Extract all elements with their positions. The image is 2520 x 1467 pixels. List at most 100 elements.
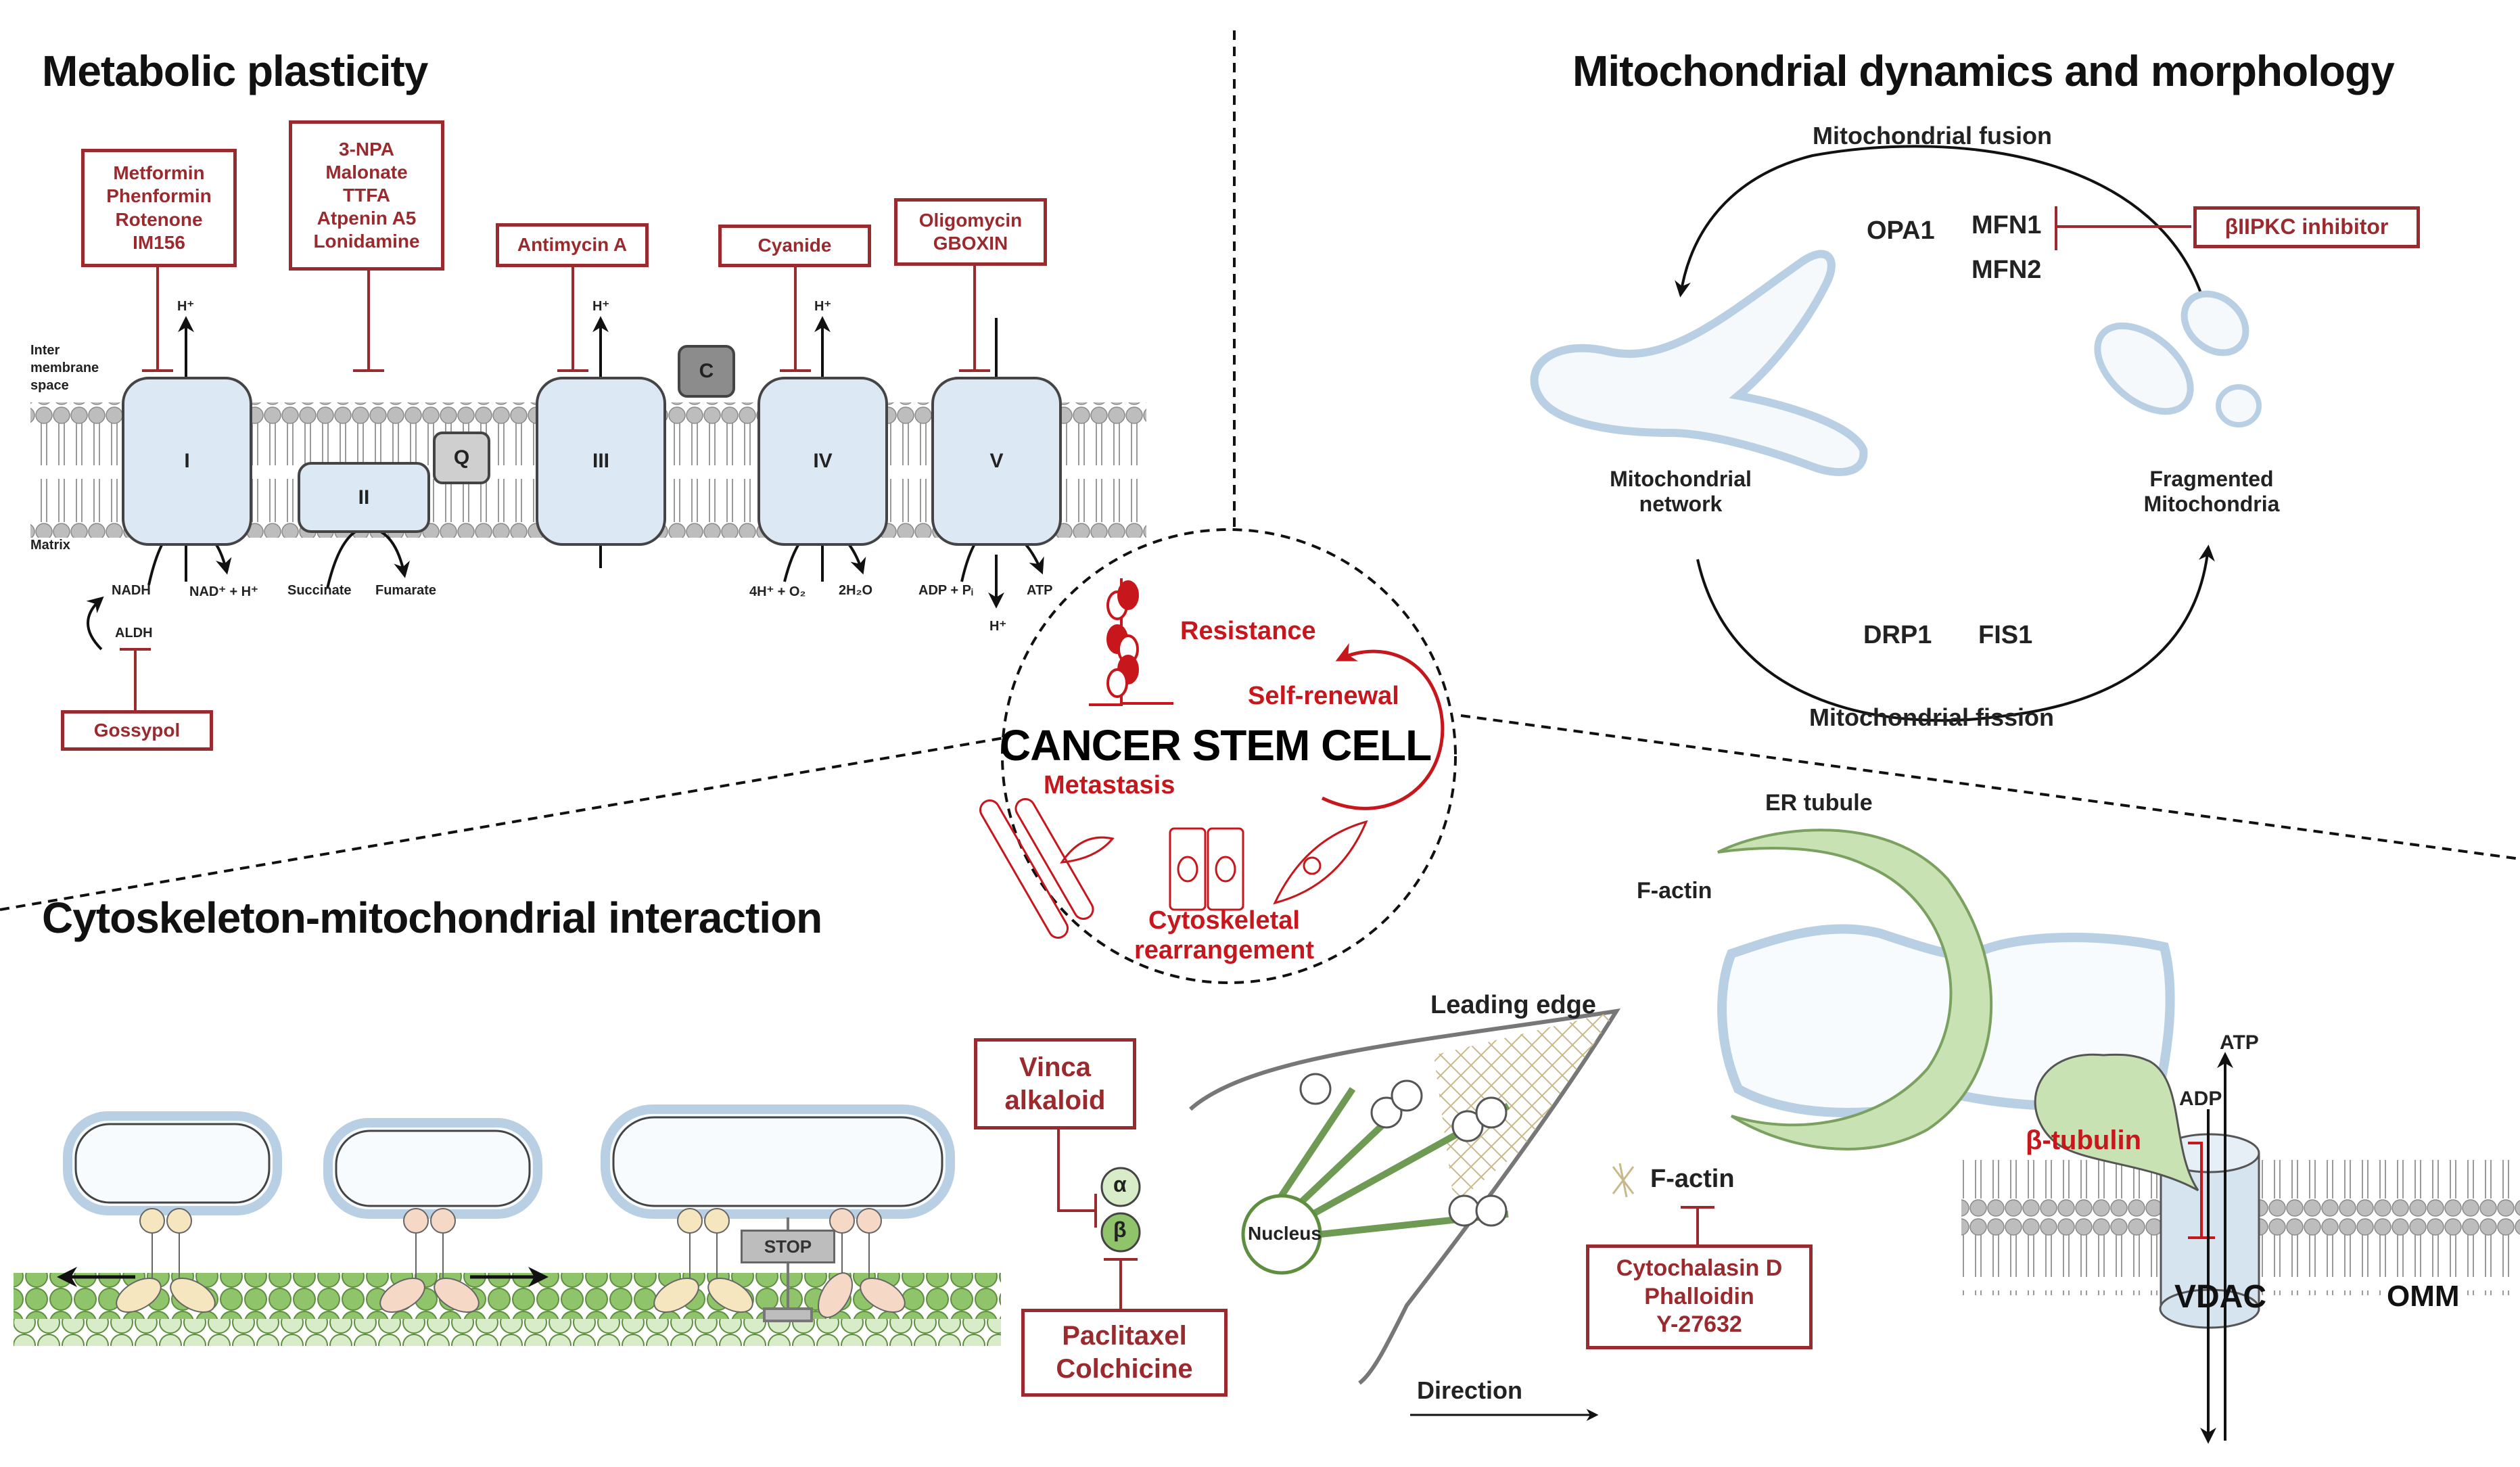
inhibitor-paclitaxel: Paclitaxel — [1062, 1321, 1187, 1351]
atp-label: ATP — [2220, 1031, 2259, 1054]
label-line: membrane — [30, 360, 99, 375]
stop-sign: STOP — [741, 1230, 835, 1263]
dynamics-title: Mitochondrial dynamics and morphology — [1572, 47, 2395, 95]
resistance-label: Resistance — [1180, 617, 1316, 645]
complex-IV-inhibitors-box: Cyanide — [718, 225, 871, 267]
complex-II: II — [298, 462, 430, 533]
dynamics-cycle — [1675, 145, 2215, 722]
h-plus-label: H⁺ — [989, 619, 1006, 634]
nad-label: NAD⁺ + H⁺ — [189, 584, 258, 599]
inhibitor-metformin: Metformin — [113, 162, 205, 184]
complex-V: V — [931, 377, 1062, 546]
fragmented-mito-1 — [2094, 322, 2194, 415]
inhibitor-gossypol: Gossypol — [93, 719, 181, 741]
metabolic-plasticity-title: Metabolic plasticity — [42, 47, 428, 95]
inhibitor-phenformin: Phenformin — [106, 185, 212, 207]
beta-tubulin-tail-label: β-tubulin — [2026, 1125, 2142, 1155]
migrating-mitochondria — [1299, 1073, 1508, 1227]
self-renewal-label: Self-renewal — [1248, 682, 1399, 710]
inhibitor-phalloidin: Phalloidin — [1644, 1283, 1754, 1309]
complex-III: III — [536, 377, 666, 546]
nucleus-label: Nucleus — [1248, 1223, 1322, 1244]
microtubule-light — [14, 1319, 1001, 1346]
aldh-label: ALDH — [115, 626, 153, 641]
network-label: Mitochondrial network — [1583, 467, 1779, 517]
label-line: Mitochondrial — [1610, 467, 1752, 491]
label-line: rearrangement — [1134, 935, 1315, 964]
aldh-inhibitor-box: Gossypol — [61, 710, 213, 751]
f-actin-icon — [1612, 1163, 1635, 1198]
inhibitor-vinca: Vinca — [1019, 1052, 1091, 1082]
complex-I: I — [122, 377, 252, 546]
ubiquinone-Q: Q — [433, 432, 490, 484]
complex-III-inhibitors-box: Antimycin A — [496, 223, 649, 267]
beta-tubulin-tail — [2034, 1053, 2199, 1192]
water-label: 2H₂O — [839, 583, 873, 598]
inhibitor-alkaloid: alkaloid — [1004, 1085, 1106, 1115]
complex-II-inhibitors-box: 3-NPA Malonate TTFA Atpenin A5 Lonidamin… — [289, 120, 444, 271]
inhibitor-y27632: Y-27632 — [1656, 1311, 1742, 1338]
fragmented-mito-3 — [2216, 384, 2262, 427]
opa1-label: OPA1 — [1867, 216, 1935, 245]
intermembrane-space-label: Inter membrane space — [30, 342, 99, 394]
bIIPKC-inhibitor-box: βIIPKC inhibitor — [2193, 206, 2420, 248]
paclitaxel-box: Paclitaxel Colchicine — [1021, 1309, 1228, 1397]
omm-label: OMM — [2384, 1280, 2463, 1313]
vinca-alkaloid-box: Vinca alkaloid — [974, 1038, 1136, 1130]
inhibitor-cytochalasin-d: Cytochalasin D — [1616, 1255, 1783, 1282]
microtubule — [14, 1273, 1001, 1319]
cargo-mitochondria — [63, 1104, 955, 1219]
label-line: Mitochondria — [2143, 492, 2280, 516]
self-renewal-arrow — [1321, 643, 1445, 810]
mfn2-label: MFN2 — [1971, 256, 2042, 284]
inhibitor-ttfa: TTFA — [343, 184, 390, 206]
nucleus — [1241, 1194, 1322, 1275]
label-line: space — [30, 378, 69, 393]
mfn-inhibition — [2055, 206, 2191, 250]
matrix-label: Matrix — [30, 538, 70, 553]
vdac-inhibition — [2188, 1142, 2215, 1239]
complex-I-inhibitors-box: Metformin Phenformin Rotenone IM156 — [81, 149, 237, 267]
h-plus-label: H⁺ — [592, 299, 609, 314]
vdac-label: VDAC — [2174, 1279, 2267, 1315]
complex-V-inhibitors-box: Oligomycin GBOXIN — [894, 198, 1047, 266]
f-actin-label: F-actin — [1650, 1165, 1735, 1193]
inhibitor-colchicine: Colchicine — [1056, 1354, 1193, 1384]
cristae — [74, 1116, 943, 1207]
direction-label: Direction — [1417, 1376, 1523, 1404]
adp-label: ADP — [2179, 1088, 2222, 1110]
complex-IV: IV — [757, 377, 888, 546]
leading-edge-label: Leading edge — [1430, 991, 1596, 1019]
adp-pi-label: ADP + Pᵢ — [918, 583, 973, 598]
alpha-tubulin-label: α — [1113, 1172, 1127, 1196]
inhibitor-antimycin-a: Antimycin A — [517, 234, 628, 256]
label-line: Cytoskeletal — [1148, 906, 1300, 935]
inhibitor-rotenone: Rotenone — [115, 208, 203, 230]
inhibitor-3-npa: 3-NPA — [339, 138, 394, 160]
motor-proteins — [116, 1208, 906, 1318]
cytoskeletal-icon — [1169, 820, 1368, 911]
label-line: Inter — [30, 343, 60, 358]
cytoskeletal-label: Cytoskeletal rearrangement — [1123, 906, 1326, 965]
nadh-label: NADH — [112, 583, 151, 598]
inhibition-lines — [120, 266, 990, 710]
atp-label: ATP — [1027, 583, 1053, 598]
oxygen-label: 4H⁺ + O₂ — [749, 584, 806, 599]
tubulin-dimer — [1100, 1167, 1141, 1253]
actin-inhibition — [1681, 1206, 1714, 1250]
fragmented-label: Fragmented Mitochondria — [2110, 467, 2313, 517]
bIIPKC-inhibitor-label: βIIPKC inhibitor — [2224, 214, 2389, 239]
mfn1-label: MFN1 — [1971, 211, 2042, 239]
metastasis-icon — [979, 798, 1115, 939]
inhibitor-malonate: Malonate — [325, 161, 408, 183]
fis1-label: FIS1 — [1978, 621, 2033, 649]
right-divider — [1460, 714, 2520, 860]
cancer-stem-cell-title: CANCER STEM CELL — [1000, 721, 1432, 770]
fusion-label: Mitochondrial fusion — [1813, 122, 2052, 149]
succinate-label: Succinate — [287, 583, 352, 598]
inhibitor-atpenin-a5: Atpenin A5 — [317, 208, 417, 229]
drp1-label: DRP1 — [1863, 621, 1932, 649]
fragmented-mito-2 — [2180, 290, 2249, 356]
cytoskeleton-title: Cytoskeleton-mitochondrial interaction — [42, 893, 822, 942]
h-plus-label: H⁺ — [177, 299, 194, 314]
